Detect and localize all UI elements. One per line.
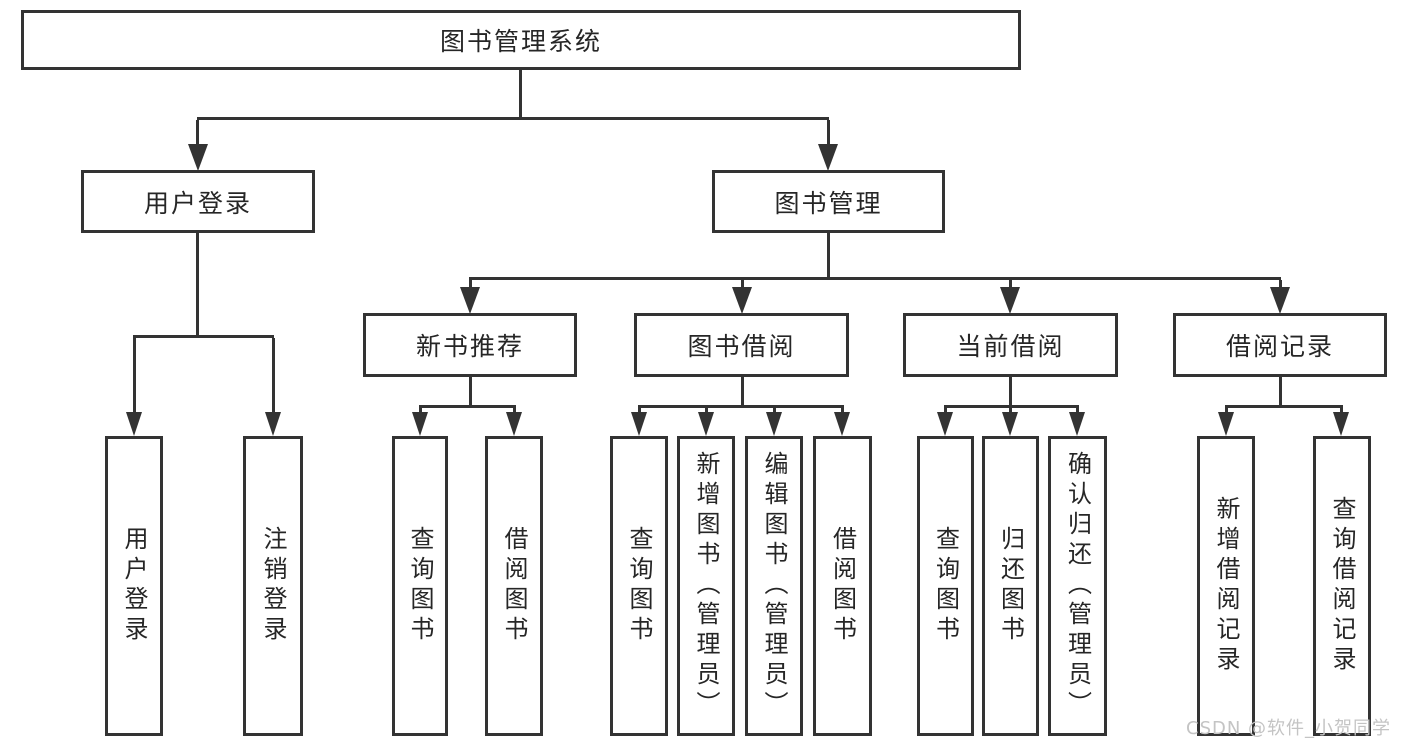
connector-module-rail <box>638 405 844 408</box>
arrow-down-icon <box>1218 412 1234 436</box>
leaf-edit-books-admin: 编辑图书（管理员） <box>745 436 803 736</box>
leaf-label: 借阅图书 <box>828 526 857 646</box>
leaf-label: 编辑图书（管理员） <box>760 451 788 721</box>
leaf-borrow-books: 借阅图书 <box>813 436 872 736</box>
connector-drop-module <box>1279 280 1282 289</box>
leaf-confirm-return-admin: 确认归还（管理员） <box>1048 436 1107 736</box>
arrow-down-icon <box>506 412 522 436</box>
leaf-label: 注销登录 <box>259 526 287 646</box>
connector-drop-module <box>469 280 472 289</box>
connector-drop-leaf <box>1009 405 1012 414</box>
arrow-down-icon <box>1333 412 1349 436</box>
arrow-down-icon <box>460 287 480 314</box>
connector-drop-user <box>196 120 199 146</box>
leaf-label: 借阅图书 <box>500 526 528 646</box>
connector-drop-leaf <box>841 405 844 414</box>
connector-drop-leaf <box>705 405 708 414</box>
leaf-label: 新增图书（管理员） <box>692 451 720 721</box>
leaf-return-books: 归还图书 <box>982 436 1039 736</box>
node-book-management: 图书管理 <box>712 170 945 233</box>
connector-drop-leaf <box>1340 405 1343 414</box>
leaf-query-books-recommend: 查询图书 <box>392 436 448 736</box>
node-current-borrow: 当前借阅 <box>903 313 1118 377</box>
csdn-watermark: CSDN @软件_小贺同学 <box>1186 718 1392 739</box>
arrow-down-icon <box>698 412 714 436</box>
connector-root-stem <box>519 70 522 118</box>
connector-drop-leaf <box>513 405 516 414</box>
leaf-add-books-admin: 新增图书（管理员） <box>677 436 735 736</box>
connector-drop-leaf <box>773 405 776 414</box>
arrow-down-icon <box>1002 412 1018 436</box>
connector-user-stem <box>196 233 199 337</box>
arrow-down-icon <box>412 412 428 436</box>
connector-book-stem <box>827 233 830 279</box>
arrow-down-icon <box>265 412 281 436</box>
arrow-down-icon <box>834 412 850 436</box>
connector-drop-leaf <box>1076 405 1079 414</box>
leaf-query-books-current: 查询图书 <box>917 436 974 736</box>
arrow-down-icon <box>937 412 953 436</box>
arrow-down-icon <box>126 412 142 436</box>
leaf-query-borrow-record: 查询借阅记录 <box>1313 436 1371 736</box>
leaf-label: 新增借阅记录 <box>1212 496 1240 676</box>
leaf-label: 归还图书 <box>996 526 1025 646</box>
connector-module-stem <box>469 377 472 407</box>
connector-user-rail <box>133 335 274 338</box>
connector-module-stem <box>1009 377 1012 407</box>
connector-root-rail <box>197 117 829 120</box>
node-library-management-system: 图书管理系统 <box>21 10 1021 70</box>
connector-drop-leaf <box>944 405 947 414</box>
arrow-down-icon <box>1000 287 1020 314</box>
leaf-query-books-borrow: 查询图书 <box>610 436 668 736</box>
node-user-login: 用户登录 <box>81 170 315 233</box>
node-new-book-recommend: 新书推荐 <box>363 313 577 377</box>
leaf-label: 查询图书 <box>625 526 653 646</box>
arrow-down-icon <box>1270 287 1290 314</box>
leaf-label: 查询借阅记录 <box>1328 496 1356 676</box>
arrow-down-icon <box>732 287 752 314</box>
connector-module-rail <box>419 405 516 408</box>
arrow-down-icon <box>766 412 782 436</box>
leaf-label: 用户登录 <box>120 526 148 646</box>
connector-drop-leaf <box>272 338 275 414</box>
leaf-user-login: 用户登录 <box>105 436 163 736</box>
leaf-label: 确认归还（管理员） <box>1063 451 1092 721</box>
connector-book-rail <box>469 277 1281 280</box>
connector-drop-leaf <box>638 405 641 414</box>
arrow-down-icon <box>1069 412 1085 436</box>
connector-drop-leaf <box>419 405 422 414</box>
connector-module-stem <box>1279 377 1282 407</box>
leaf-add-borrow-record: 新增借阅记录 <box>1197 436 1255 736</box>
arrow-down-icon <box>818 144 838 171</box>
connector-module-stem <box>741 377 744 407</box>
leaf-borrow-books-recommend: 借阅图书 <box>485 436 543 736</box>
node-book-borrow: 图书借阅 <box>634 313 849 377</box>
leaf-label: 查询图书 <box>406 526 434 646</box>
arrow-down-icon <box>188 144 208 171</box>
arrow-down-icon <box>631 412 647 436</box>
leaf-logout: 注销登录 <box>243 436 303 736</box>
connector-drop-leaf <box>1225 405 1228 414</box>
connector-drop-book <box>827 120 830 146</box>
leaf-label: 查询图书 <box>931 526 960 646</box>
node-borrow-records: 借阅记录 <box>1173 313 1387 377</box>
connector-drop-module <box>1009 280 1012 289</box>
connector-module-rail <box>1225 405 1342 408</box>
connector-drop-module <box>741 280 744 289</box>
connector-drop-leaf <box>133 338 136 414</box>
